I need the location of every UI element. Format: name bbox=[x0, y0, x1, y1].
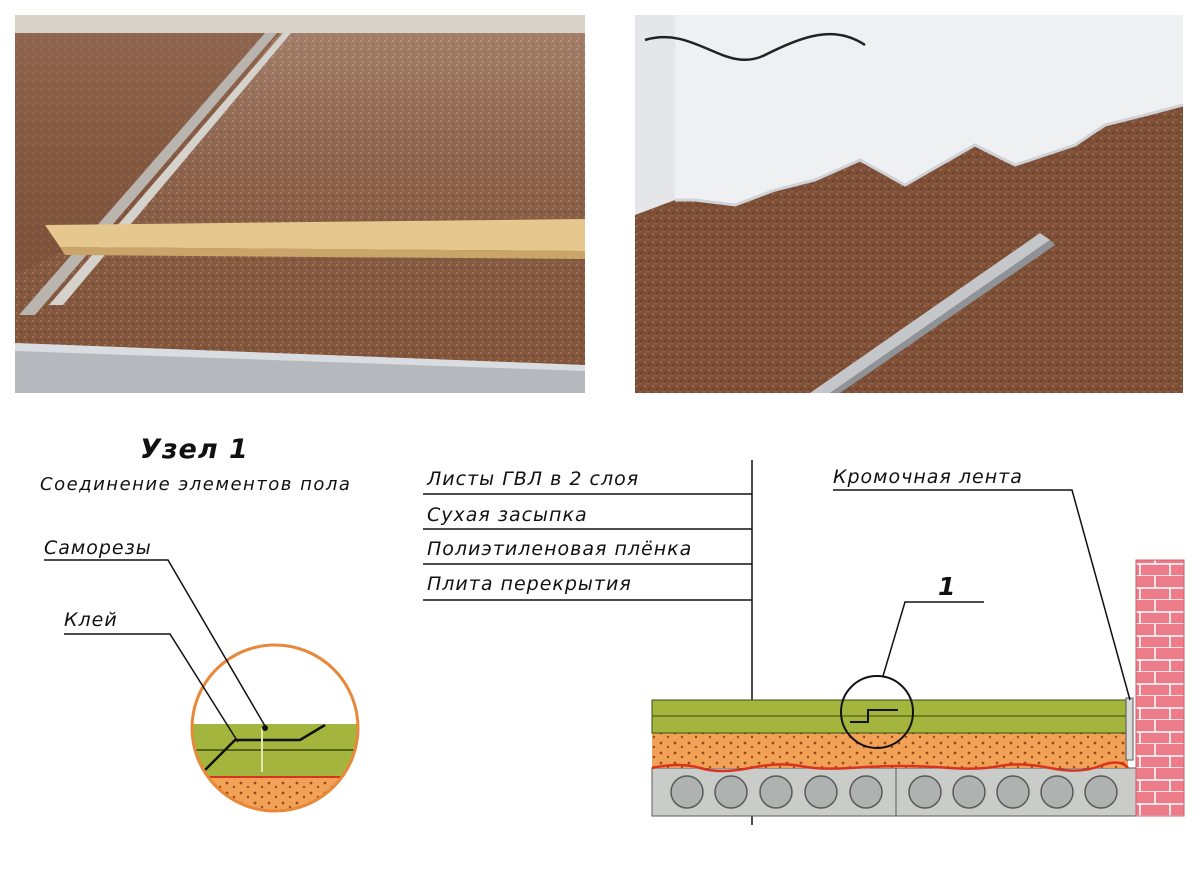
layer-label-slab: Плита перекрытия bbox=[427, 573, 632, 595]
layer-label-gvl: Листы ГВЛ в 2 слоя bbox=[427, 468, 640, 490]
node-subtitle: Соединение элементов пола bbox=[40, 474, 352, 495]
node-detail-circle bbox=[190, 643, 360, 813]
layer-label-backfill: Сухая засыпка bbox=[427, 504, 588, 526]
edge-tape-label: Кромочная лента bbox=[833, 466, 1023, 488]
floor-section bbox=[651, 559, 1185, 817]
layer-label-film: Полиэтиленовая плёнка bbox=[427, 538, 693, 560]
node-title: Узел 1 bbox=[140, 434, 249, 465]
photo-backfill-leveling bbox=[15, 15, 585, 393]
glue-label: Клей bbox=[64, 609, 118, 631]
photo-gvl-sheets-laying bbox=[635, 15, 1183, 393]
node-reference-number: 1 bbox=[938, 572, 957, 601]
screws-label: Саморезы bbox=[44, 537, 152, 559]
